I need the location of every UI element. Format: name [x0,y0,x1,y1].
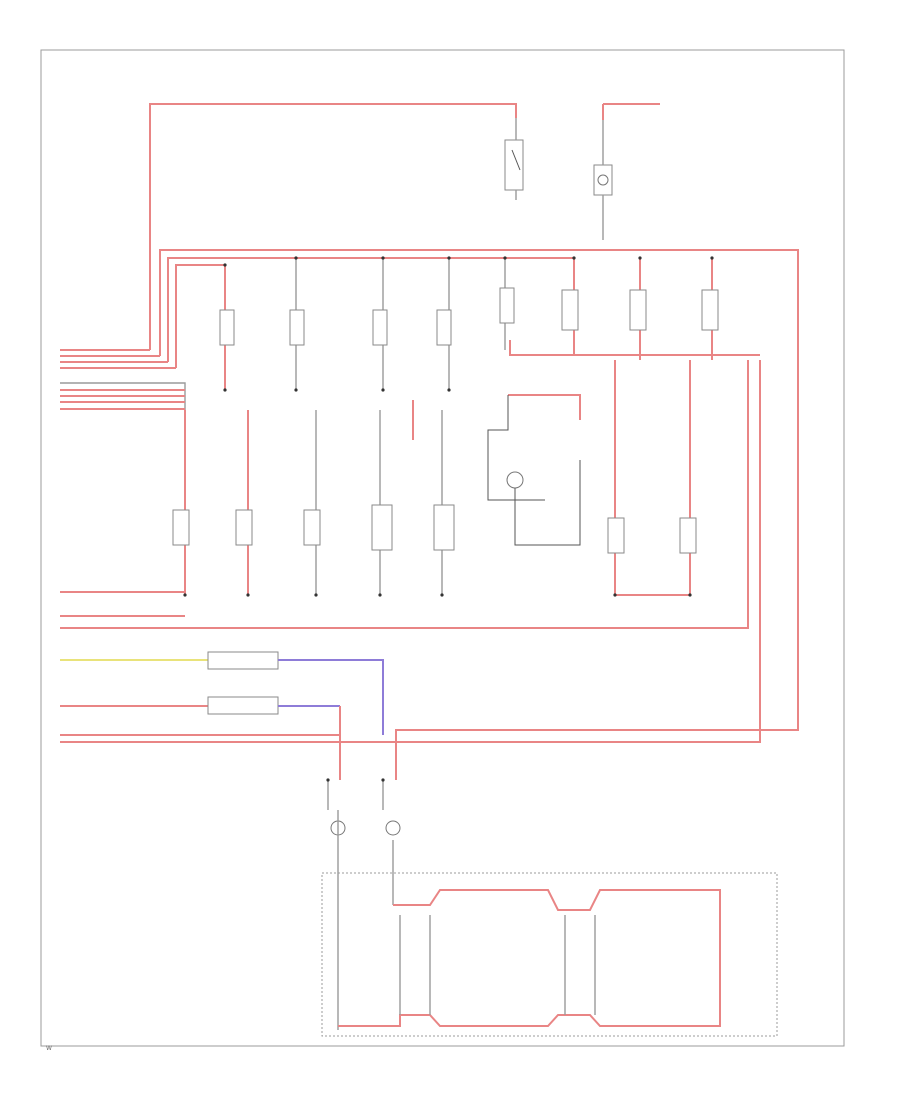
bottom-module [321,872,778,1037]
middle-connectors [60,651,384,780]
top-row-switches [60,258,761,743]
lamps [327,780,401,1030]
page-code: W [46,1045,52,1052]
diagram-frame [40,49,845,1047]
top-power-feeds [149,103,799,780]
upper-component-cluster [504,118,613,240]
bottom-row-switches [60,394,697,617]
left-connector-stubs [60,349,186,560]
connector-pins [183,256,714,782]
